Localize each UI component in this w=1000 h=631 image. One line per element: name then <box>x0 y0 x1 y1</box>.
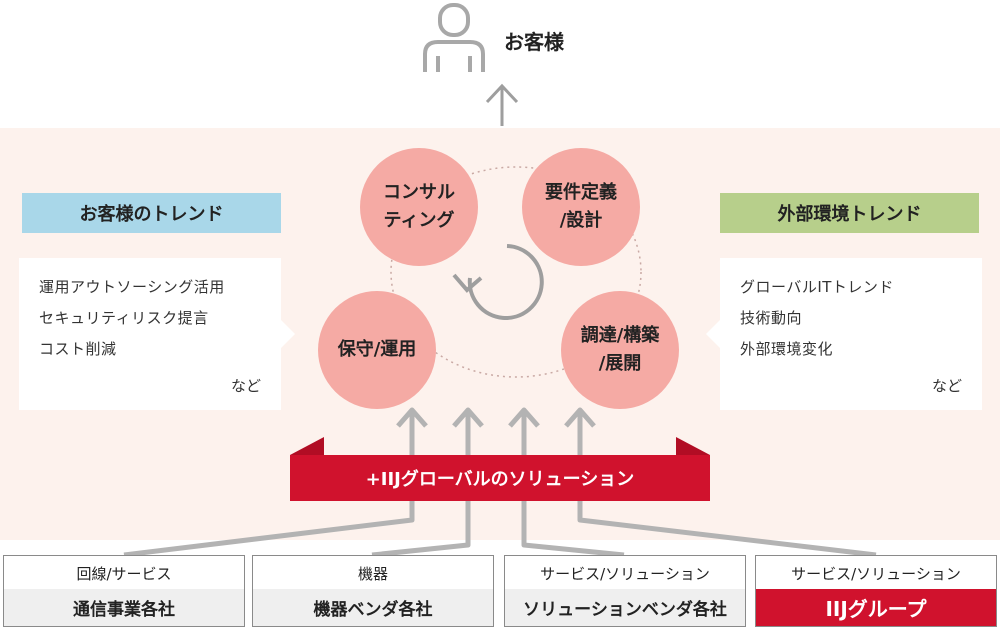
customer-trend-item: セキュリティリスク提言 <box>39 309 209 327</box>
customer: お客様 <box>420 2 640 74</box>
up-arrow-to-customer <box>485 83 519 126</box>
procurement-label-1: 調達/構築 <box>580 325 660 346</box>
customer-trend-item: 運用アウトソーシング活用 <box>39 278 225 296</box>
requirements-label-1: 要件定義 <box>545 182 617 203</box>
maintenance-label: 保守/運用 <box>337 339 417 360</box>
procurement-label-2: /展開 <box>598 353 642 374</box>
supplier-box-solution: サービス/ソリューション ソリューションベンダ各社 <box>504 555 746 627</box>
external-trend-item: グローバルITトレンド <box>740 278 894 296</box>
customer-trend-bubble: 運用アウトソーシング活用 セキュリティリスク提言 コスト削減 など <box>19 258 295 410</box>
external-trend-etc: など <box>931 377 962 395</box>
requirements-circle: 要件定義 /設計 <box>522 148 640 266</box>
consulting-label-2: ティング <box>383 210 455 231</box>
customer-label: お客様 <box>504 30 564 54</box>
supplier-category: サービス/ソリューション <box>540 564 710 583</box>
supplier-category: 回線/サービス <box>76 564 172 583</box>
supplier-category: 機器 <box>357 564 388 583</box>
customer-trend-title: お客様のトレンド <box>22 193 281 233</box>
external-trend-bubble: グローバルITトレンド 技術動向 外部環境変化 など <box>706 258 982 410</box>
supplier-category: サービス/ソリューション <box>791 564 961 583</box>
maintenance-circle: 保守/運用 <box>318 291 436 409</box>
supplier-name: ソリューションベンダ各社 <box>505 589 745 626</box>
external-trend-title: 外部環境トレンド <box>720 193 979 233</box>
supplier-box-iij-group: サービス/ソリューション IIJグループ <box>755 555 997 627</box>
external-trend-item: 外部環境変化 <box>740 340 834 358</box>
customer-trend-etc: など <box>230 377 261 395</box>
supplier-box-equipment: 機器 機器ベンダ各社 <box>252 555 494 627</box>
consulting-circle: コンサル ティング <box>360 148 478 266</box>
customer-trend-item: コスト削減 <box>39 340 117 358</box>
external-trend-item: 技術動向 <box>740 309 803 327</box>
supplier-name: 機器ベンダ各社 <box>253 589 493 626</box>
supplier-name: 通信事業各社 <box>4 589 244 626</box>
solution-banner: +IIJグローバルのソリューション <box>290 455 710 501</box>
consulting-label-1: コンサル <box>383 182 455 203</box>
supplier-name: IIJグループ <box>756 589 996 626</box>
requirements-label-2: /設計 <box>559 210 603 231</box>
person-icon <box>423 3 485 72</box>
procurement-circle: 調達/構築 /展開 <box>561 291 679 409</box>
supplier-box-telecom: 回線/サービス 通信事業各社 <box>3 555 245 627</box>
